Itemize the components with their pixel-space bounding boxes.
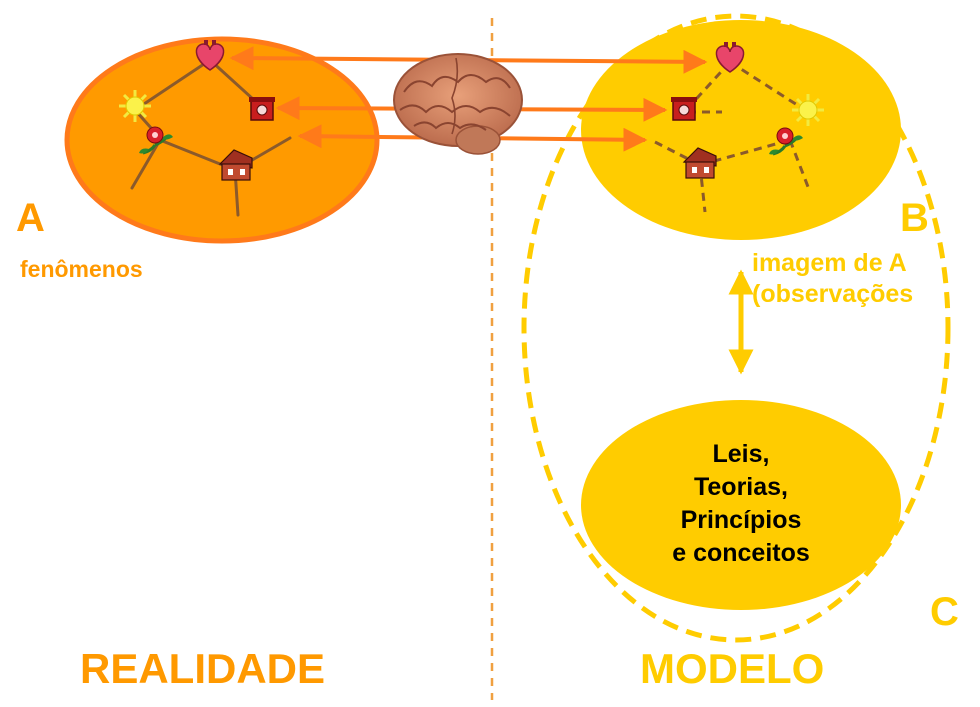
theory-ellipse bbox=[581, 400, 901, 610]
reality-house-icon bbox=[218, 149, 253, 181]
theory-text: Leis, Teorias, Princípios e conceitos bbox=[610, 438, 872, 570]
reality-telephone-icon bbox=[249, 97, 275, 121]
model-outer-ellipse-c bbox=[521, 13, 951, 643]
theory-line-conceitos: e conceitos bbox=[672, 539, 810, 567]
label-a: A bbox=[16, 196, 45, 240]
reality-sun-icon bbox=[119, 90, 151, 122]
theory-line-teorias: Teorias, bbox=[693, 473, 789, 501]
theory-line-leis: Leis, bbox=[712, 440, 770, 468]
label-imagem-de-a: imagem de A (observações bbox=[752, 248, 913, 310]
model-sun-icon bbox=[792, 94, 824, 126]
model-telephone-icon bbox=[671, 97, 697, 121]
label-imagem-line1: imagem de A bbox=[752, 249, 907, 277]
label-c: C bbox=[930, 590, 959, 634]
model-house-icon bbox=[682, 147, 717, 179]
image-ellipse-b bbox=[581, 20, 901, 240]
label-fenomenos: fenômenos bbox=[20, 256, 143, 282]
model-flower-icon bbox=[769, 127, 803, 156]
label-b: B bbox=[900, 196, 929, 240]
model-heart-icon bbox=[715, 42, 745, 73]
label-realidade: REALIDADE bbox=[80, 645, 326, 692]
reality-flower-icon bbox=[139, 126, 173, 155]
label-imagem-line2: (observações bbox=[752, 280, 914, 308]
brain-icon bbox=[393, 53, 523, 155]
label-modelo: MODELO bbox=[640, 645, 825, 692]
reality-heart-icon bbox=[195, 40, 225, 71]
theory-line-principios: Princípios bbox=[680, 506, 802, 534]
